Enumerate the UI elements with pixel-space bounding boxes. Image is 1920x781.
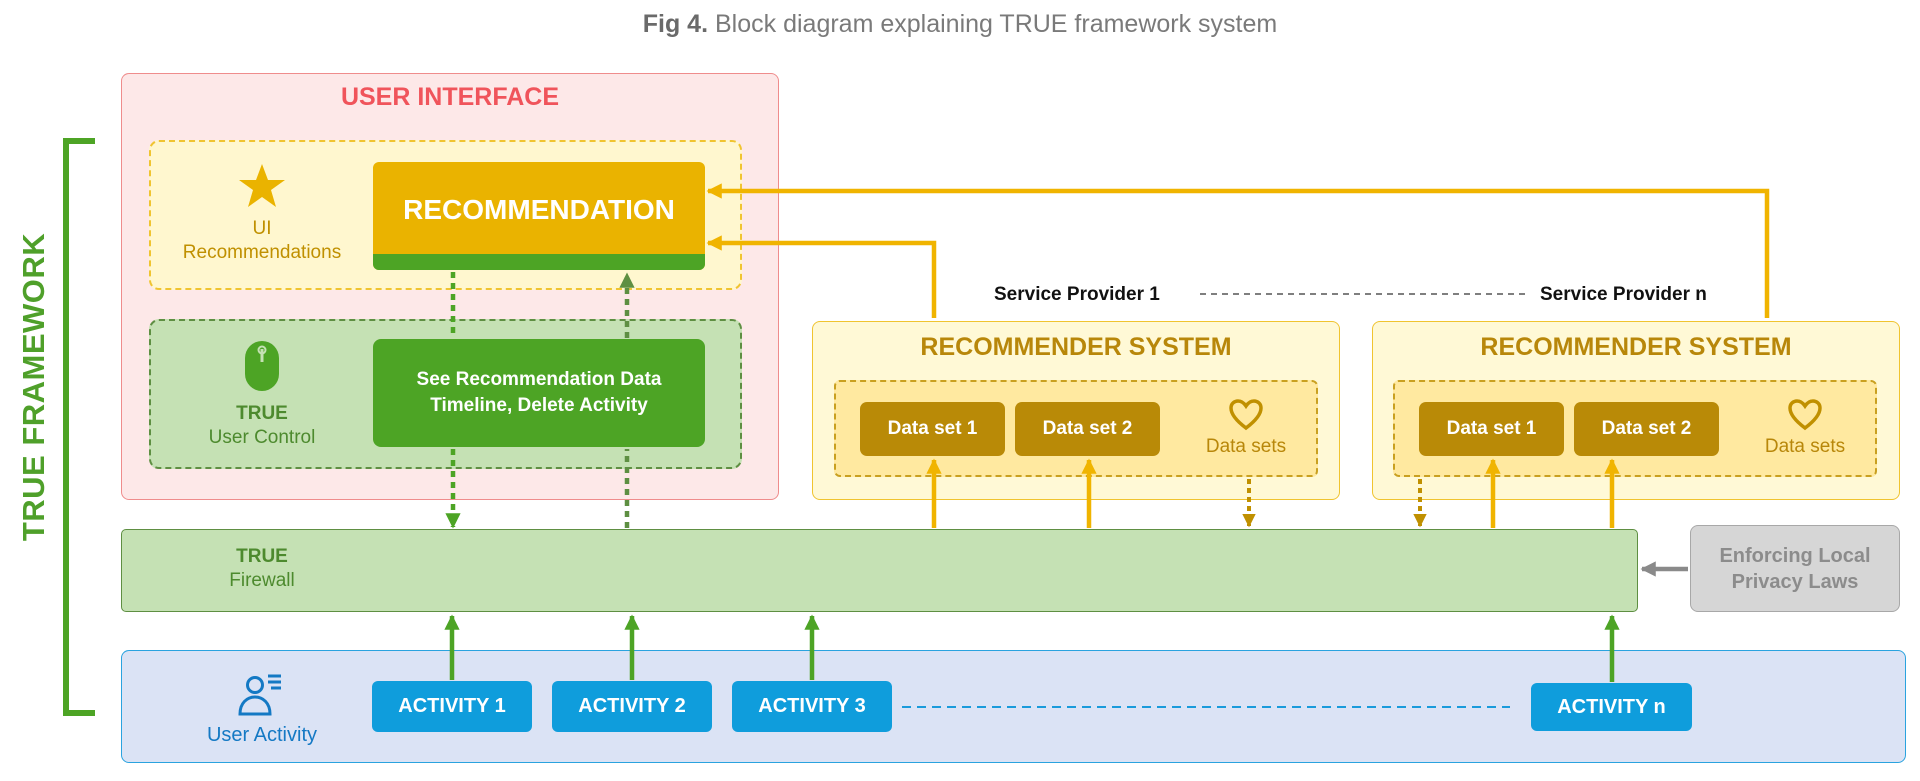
caption-prefix: Fig 4. [642,10,709,38]
activity-3-button[interactable]: ACTIVITY 3 [732,681,892,732]
sp1-datasets-label: Data sets [1205,436,1287,457]
recommender-system-n-title: RECOMMENDER SYSTEM [1480,333,1792,361]
user-activity-label: User Activity [206,724,318,746]
ui-recs-line1: UI [252,218,272,239]
mouse-icon [245,341,279,391]
caption-text: Block diagram explaining TRUE framework … [715,10,1278,38]
recommendation-label: RECOMMENDATION [403,194,675,225]
ui-recs-line2: Recommendations [182,242,342,263]
service-provider-1-label: Service Provider 1 [994,284,1160,305]
activity-2-button[interactable]: ACTIVITY 2 [552,681,712,732]
activity-n-button[interactable]: ACTIVITY n [1531,683,1692,731]
heart-icon [1229,399,1263,431]
spn-data-set-2: Data set 2 [1574,402,1719,456]
spn-datasets-label: Data sets [1764,436,1846,457]
recommender-system-1-title: RECOMMENDER SYSTEM [920,333,1232,361]
user-control-line2: User Control [208,427,316,448]
user-control-label: TRUE User Control [160,402,364,450]
data-timeline-button[interactable]: See Recommendation Data Timeline, Delete… [373,339,705,447]
privacy-line1: Enforcing Local [1719,544,1871,567]
activity-1-button[interactable]: ACTIVITY 1 [372,681,532,732]
sp1-data-set-1: Data set 1 [860,402,1005,456]
user-list-icon [238,674,281,716]
spn-data-set-1: Data set 1 [1419,402,1564,456]
privacy-line2: Privacy Laws [1731,570,1859,593]
heart-icon [1788,399,1822,431]
firewall-line1: TRUE [236,546,288,567]
firewall-bar [121,529,1638,612]
data-timeline-line2: Timeline, Delete Activity [430,395,648,416]
user-interface-title: USER INTERFACE [340,83,560,111]
firewall-label: TRUE Firewall [160,545,364,593]
ui-recommendations-label: UI Recommendations [160,217,364,265]
firewall-line2: Firewall [229,570,295,591]
recommendation-block: RECOMMENDATION [373,162,705,270]
user-control-line1: TRUE [236,403,288,424]
recommendation-band [373,254,705,270]
figure-caption: Fig 4. Block diagram explaining TRUE fra… [0,10,1920,39]
data-timeline-line1: See Recommendation Data [416,369,662,390]
service-provider-n-label: Service Provider n [1540,284,1707,305]
sp1-data-set-2: Data set 2 [1015,402,1160,456]
star-icon [239,164,285,207]
privacy-laws-box: Enforcing Local Privacy Laws [1690,525,1900,612]
